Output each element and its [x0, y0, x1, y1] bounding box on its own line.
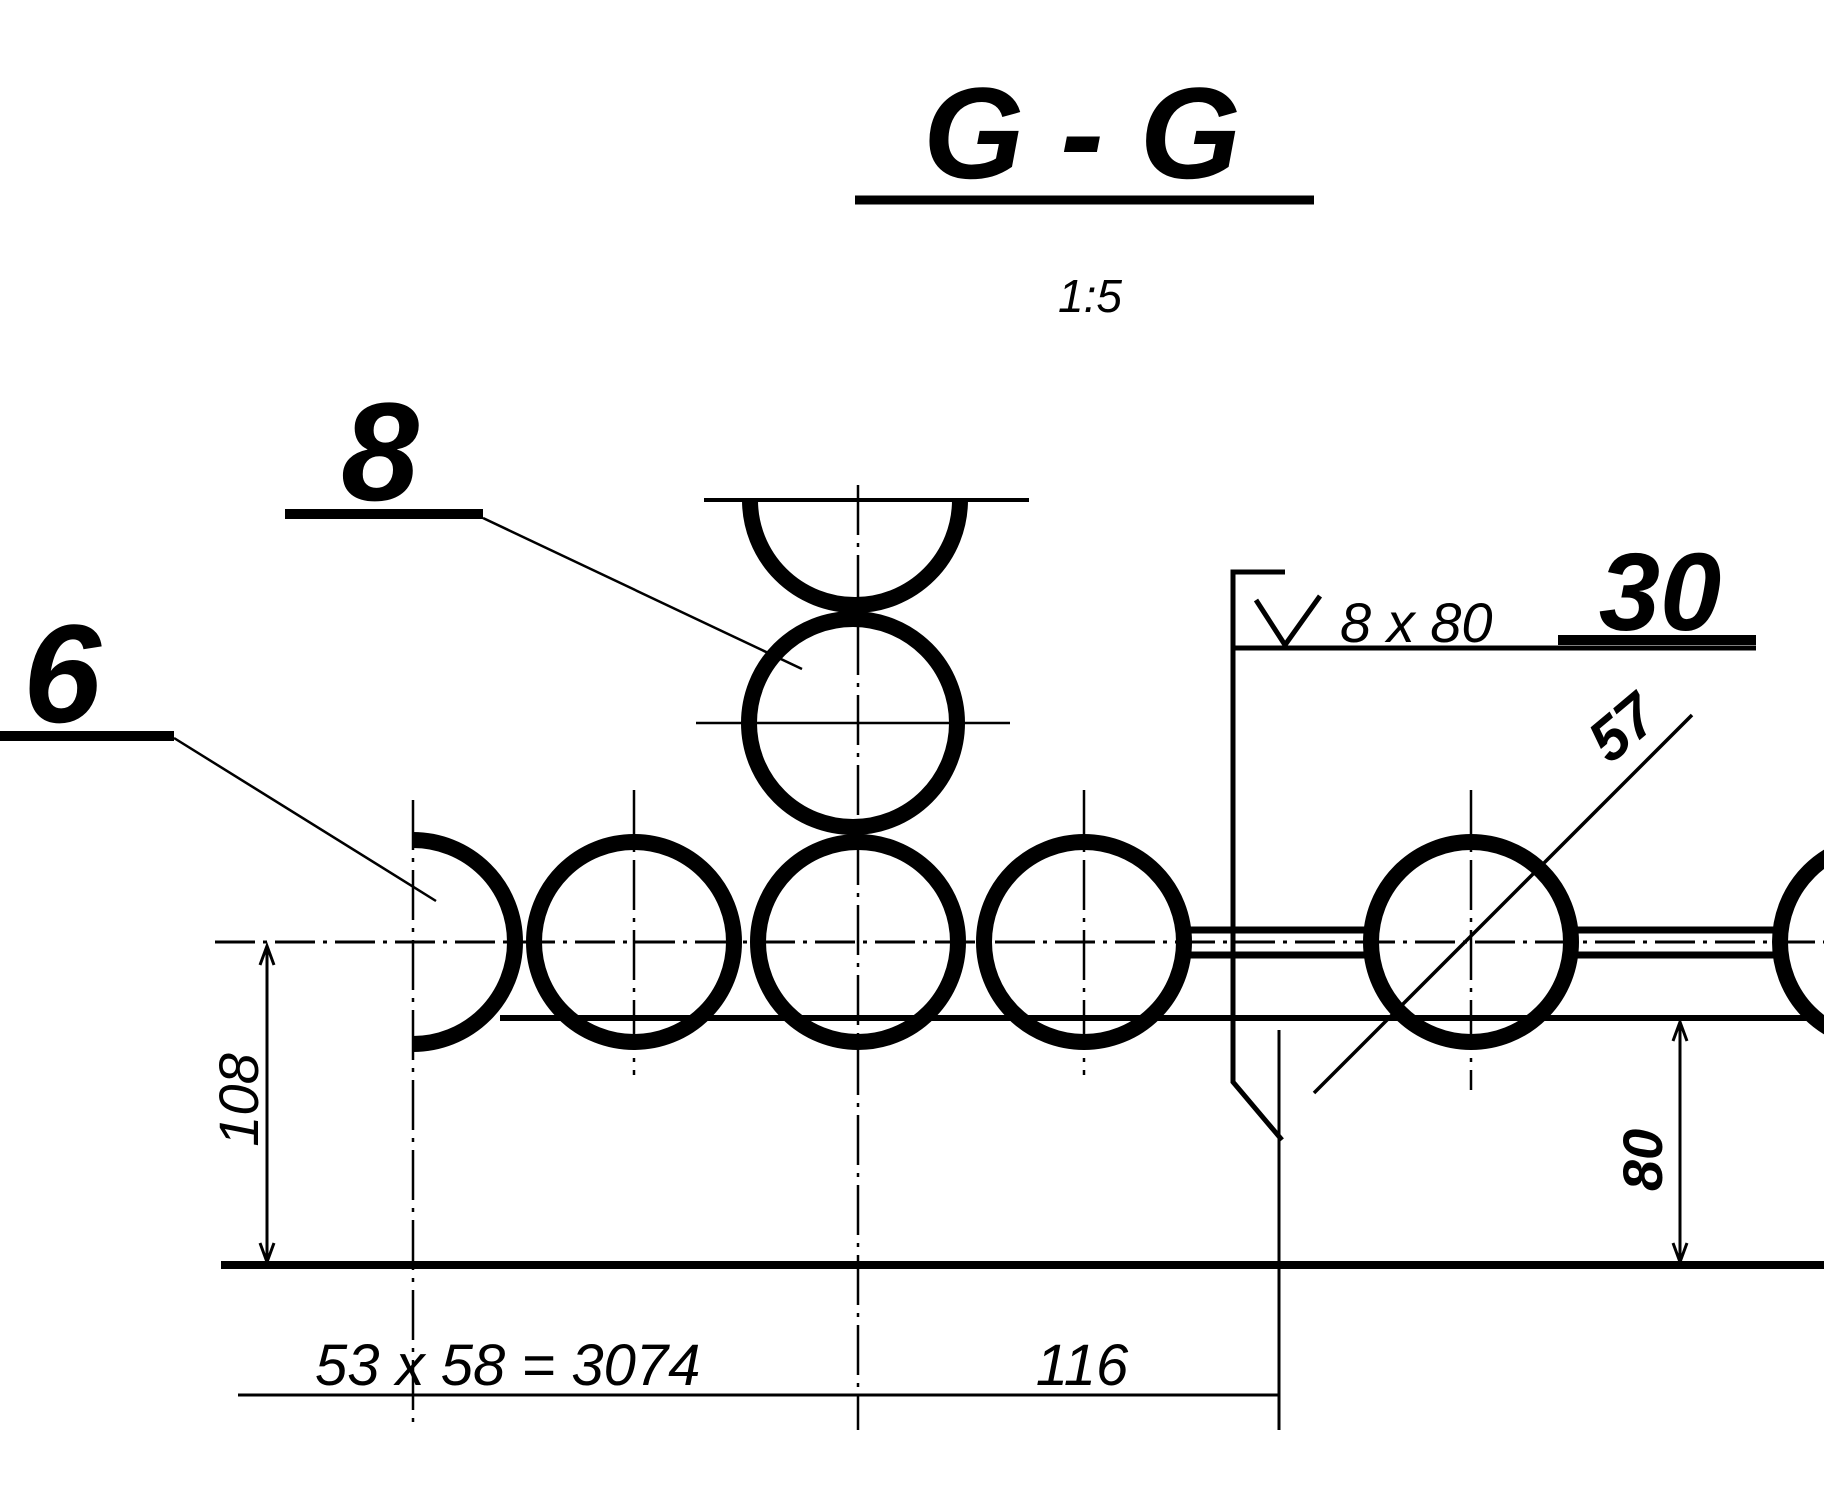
- weld-v-symbol-icon: [1253, 594, 1323, 650]
- fin-strip: [1180, 926, 1782, 959]
- weld-spec: 8 x 80: [1340, 591, 1493, 654]
- callout-30-label: 30: [1599, 531, 1721, 654]
- callout-6-label: 6: [23, 595, 102, 752]
- section-title: G - G: [923, 60, 1241, 206]
- vertical-centerlines: [411, 485, 1473, 1430]
- dim-108-value: 108: [207, 1053, 270, 1146]
- diameter-value: 57: [1575, 679, 1671, 775]
- top-half-tube: [742, 499, 968, 613]
- weld-leader: [1230, 569, 1285, 1142]
- dim-108-arrows: [258, 941, 276, 1267]
- diameter-leader: [1312, 713, 1694, 1095]
- dim-80-value: 80: [1611, 1129, 1674, 1191]
- offset-dimension: 116: [1036, 1333, 1129, 1398]
- left-half-tube: [412, 832, 523, 1052]
- section-scale: 1:5: [1058, 270, 1122, 322]
- callout-8-leader: [482, 516, 803, 671]
- pitch-dimension: 53 x 58 = 3074: [315, 1333, 700, 1398]
- dim-80-arrows: [1671, 1017, 1689, 1267]
- callout-6-leader: [173, 736, 437, 903]
- callout-8-label: 8: [341, 373, 419, 530]
